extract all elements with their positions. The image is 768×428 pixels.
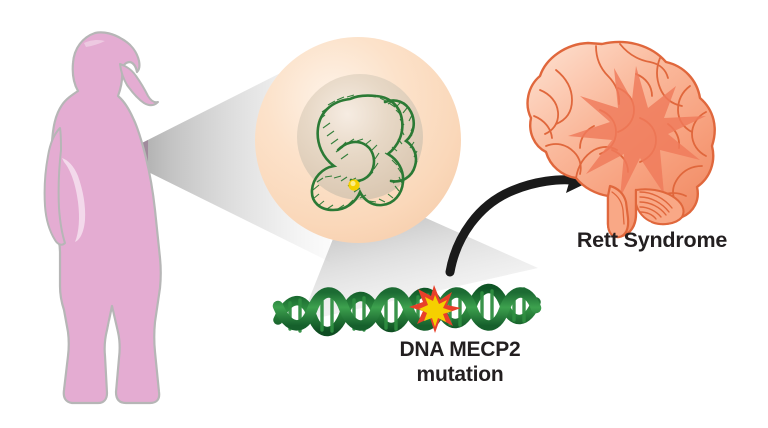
brain-damage-burst: [568, 66, 706, 198]
dna-mutation-caption: DNA MECP2 mutation: [399, 338, 521, 386]
dna-double-helix: [272, 283, 542, 337]
patient-silhouette: [43, 31, 162, 405]
cerebellum: [635, 188, 685, 226]
dna-mutation-burst: [409, 285, 461, 333]
chromatin-texture: [312, 94, 418, 210]
rett-syndrome-caption: Rett Syndrome: [576, 228, 728, 252]
brain-diagram: [526, 40, 716, 239]
brainstem: [606, 184, 630, 239]
dna-strand-front: [272, 287, 542, 331]
cell-diagram: [255, 37, 461, 243]
chromatin-mutation-marker: [348, 179, 360, 191]
